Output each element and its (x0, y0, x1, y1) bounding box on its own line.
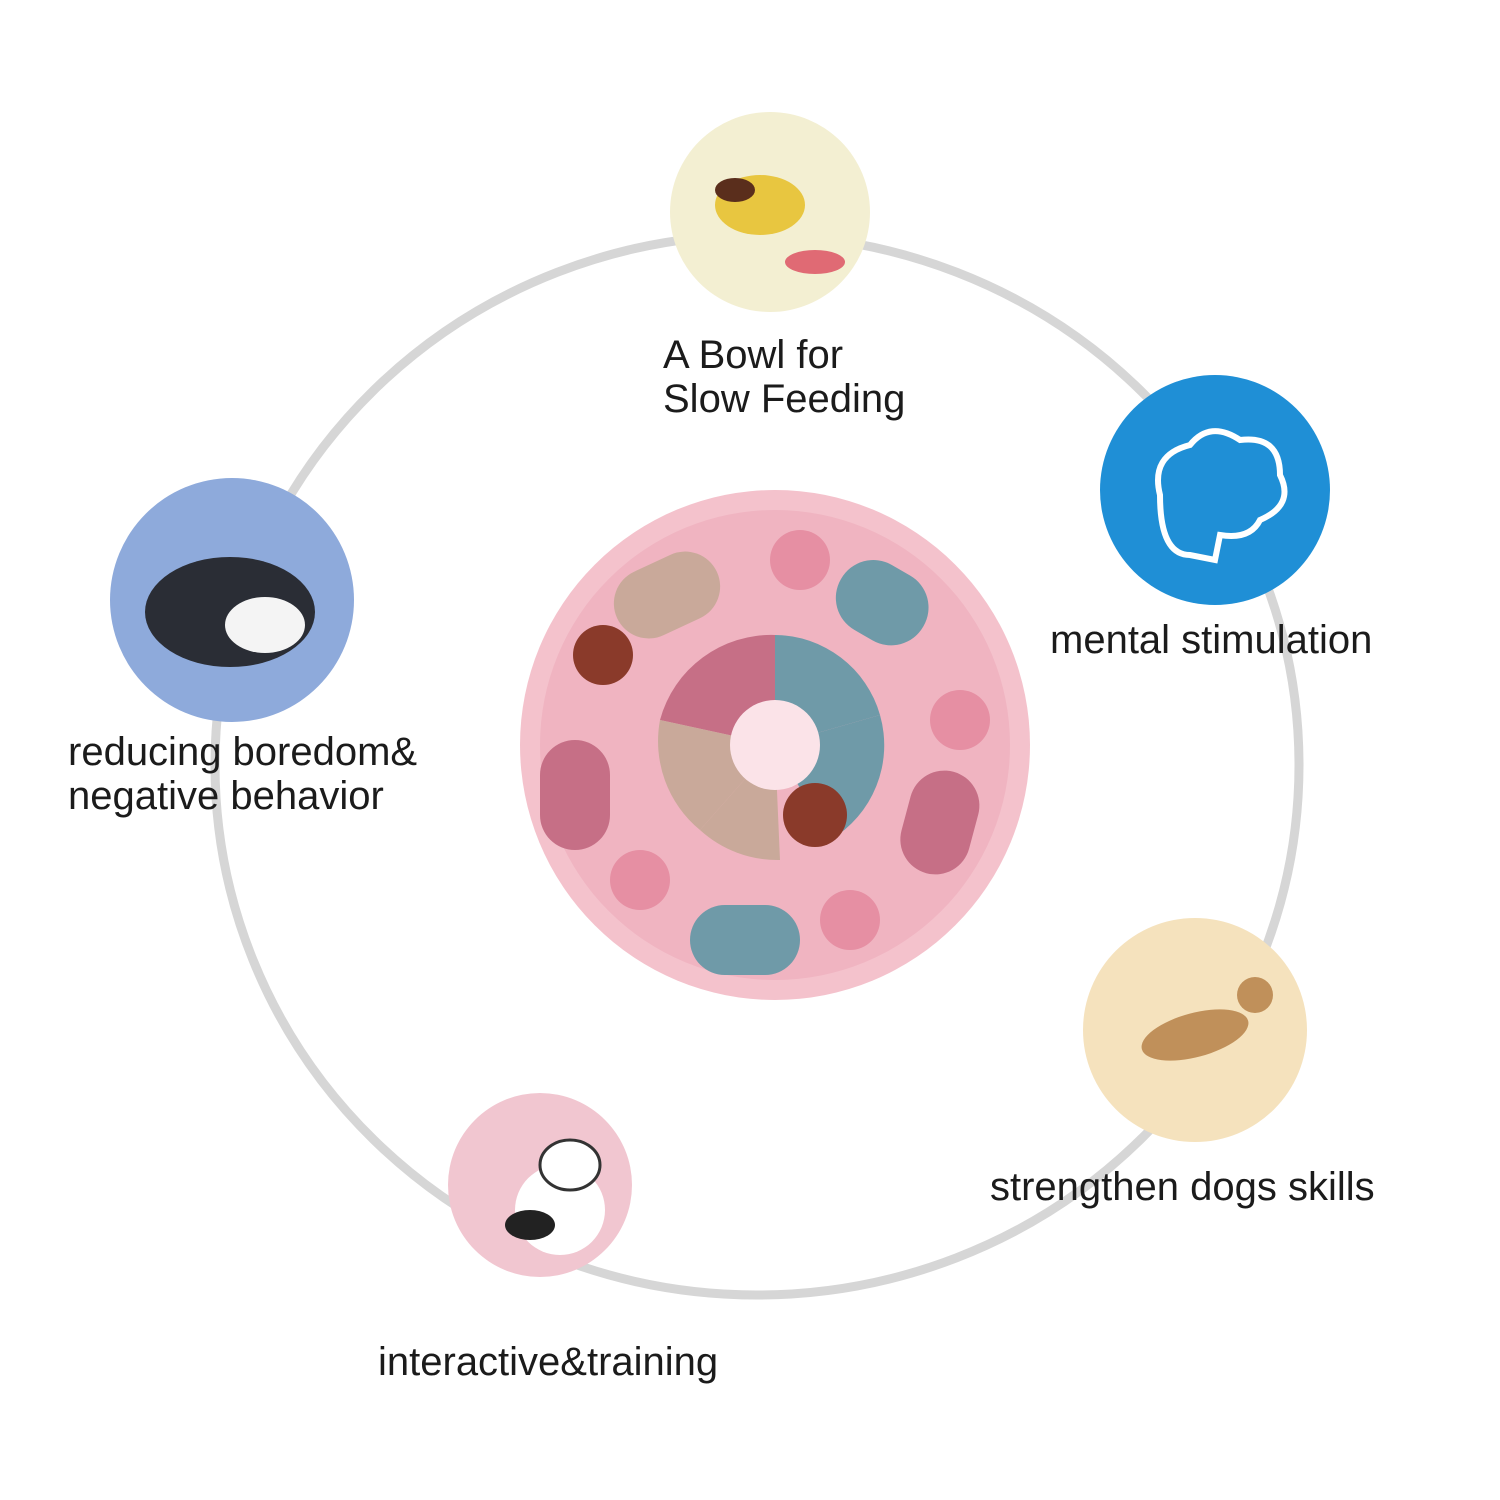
brain-icon (1100, 375, 1330, 605)
jumping-dog-icon (1083, 918, 1307, 1142)
french-bulldog-icon (448, 1093, 632, 1277)
label-line: negative behavior (68, 774, 384, 818)
label-strengthen-skills: strengthen dogs skills (990, 1165, 1375, 1209)
label-slow-feeding: A Bowl for Slow Feeding (663, 333, 905, 421)
label-interactive-training: interactive&training (378, 1340, 719, 1384)
puzzle-bowl (520, 490, 1030, 1000)
label-line: A Bowl for (663, 333, 844, 377)
label-line: reducing boredom& (68, 730, 418, 774)
label-mental-stimulation: mental stimulation (1050, 618, 1373, 662)
label-reducing-boredom: reducing boredom& negative behavior (68, 730, 417, 818)
label-line: Slow Feeding (663, 377, 906, 421)
dog-eating-bowl-icon (670, 112, 870, 312)
sleeping-husky-icon (110, 478, 354, 722)
